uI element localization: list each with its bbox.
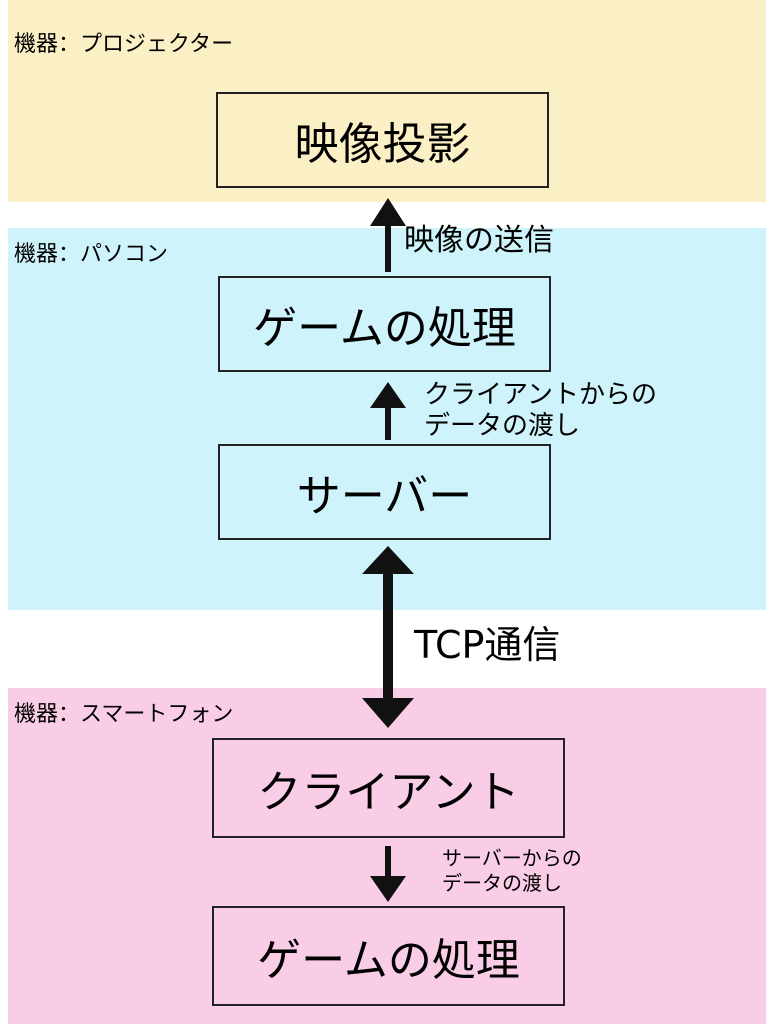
video-send-label: 映像の送信 bbox=[404, 223, 554, 258]
client-node: クライアント bbox=[212, 738, 565, 838]
projector-zone: 機器：プロジェクター bbox=[8, 0, 766, 202]
server-data-label: サーバーからの データの渡し bbox=[442, 846, 582, 896]
arrow-client-data bbox=[370, 382, 406, 440]
phone-zone-label: 機器：スマートフォン bbox=[14, 702, 234, 727]
server-data-label-line2: データの渡し bbox=[442, 871, 562, 895]
server-node: サーバー bbox=[218, 444, 551, 540]
tcp-label: TCP通信 bbox=[414, 623, 561, 667]
client-data-label: クライアントからの データの渡し bbox=[424, 380, 657, 442]
client-data-label-line1: クライアントからの bbox=[424, 380, 657, 410]
projector-zone-label: 機器：プロジェクター bbox=[14, 32, 234, 57]
arrow-server-data bbox=[370, 846, 406, 902]
video-projection-node: 映像投影 bbox=[216, 92, 549, 188]
arrow-video-send bbox=[370, 198, 406, 272]
game-processing-phone-node: ゲームの処理 bbox=[212, 906, 565, 1006]
client-data-label-line2: データの渡し bbox=[424, 411, 581, 442]
pc-zone-label: 機器：パソコン bbox=[14, 242, 169, 267]
server-data-label-line1: サーバーからの bbox=[442, 846, 582, 870]
game-processing-pc-node: ゲームの処理 bbox=[218, 276, 551, 372]
arrow-tcp bbox=[362, 546, 414, 728]
